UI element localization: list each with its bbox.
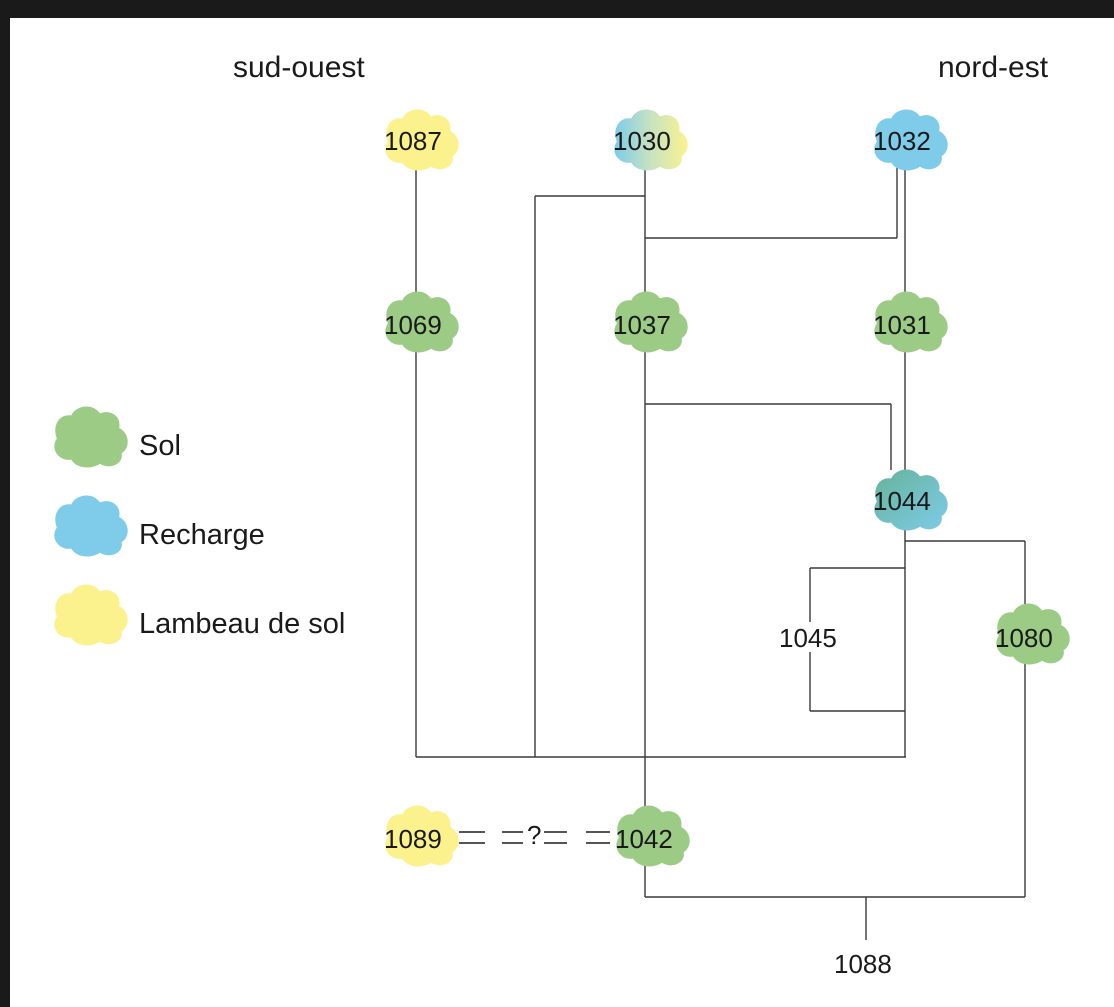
- node-1088: 1088: [834, 949, 892, 979]
- header-nord-est: nord-est: [938, 51, 1049, 84]
- svg-text:1031: 1031: [873, 310, 931, 340]
- sol-blob-icon: [54, 406, 128, 468]
- node-1044: 1044: [873, 469, 948, 531]
- svg-text:1030: 1030: [613, 126, 671, 156]
- legend-item-sol: Sol: [54, 406, 181, 468]
- legend-item-recharge: Recharge: [54, 495, 265, 557]
- node-1037: 1037: [613, 291, 688, 353]
- node-1089: 1089: [384, 805, 459, 867]
- node-1080: 1080: [995, 603, 1070, 665]
- svg-text:1042: 1042: [615, 824, 673, 854]
- svg-text:1069: 1069: [384, 310, 442, 340]
- recharge-blob-icon: [54, 495, 128, 557]
- connection-lines: [415, 160, 1026, 940]
- svg-text:Lambeau de sol: Lambeau de sol: [139, 608, 345, 640]
- node-1087: 1087: [384, 109, 459, 171]
- legend-item-lambeau-de-sol: Lambeau de sol: [54, 584, 345, 646]
- svg-text:1045: 1045: [779, 623, 837, 653]
- node-1045: 1045: [776, 622, 844, 653]
- node-1032: 1032: [873, 109, 948, 171]
- svg-text:1037: 1037: [613, 310, 671, 340]
- svg-text:1089: 1089: [384, 824, 442, 854]
- uncertain-equivalence: ?: [459, 820, 610, 850]
- svg-text:1080: 1080: [995, 623, 1053, 653]
- svg-text:1087: 1087: [384, 126, 442, 156]
- legend: Sol Recharge Lambeau de sol: [54, 406, 345, 646]
- svg-text:Recharge: Recharge: [139, 519, 265, 551]
- svg-text:Sol: Sol: [139, 430, 181, 462]
- uncertain-marker: ?: [527, 820, 541, 850]
- node-1042: 1042: [615, 805, 690, 867]
- header-sud-ouest: sud-ouest: [233, 51, 365, 84]
- svg-text:1088: 1088: [834, 949, 892, 979]
- node-1031: 1031: [873, 291, 948, 353]
- node-1069: 1069: [384, 291, 459, 353]
- lambeau-blob-icon: [54, 584, 128, 646]
- svg-text:1032: 1032: [873, 126, 931, 156]
- node-1030: 1030: [613, 109, 688, 171]
- svg-text:1044: 1044: [873, 486, 931, 516]
